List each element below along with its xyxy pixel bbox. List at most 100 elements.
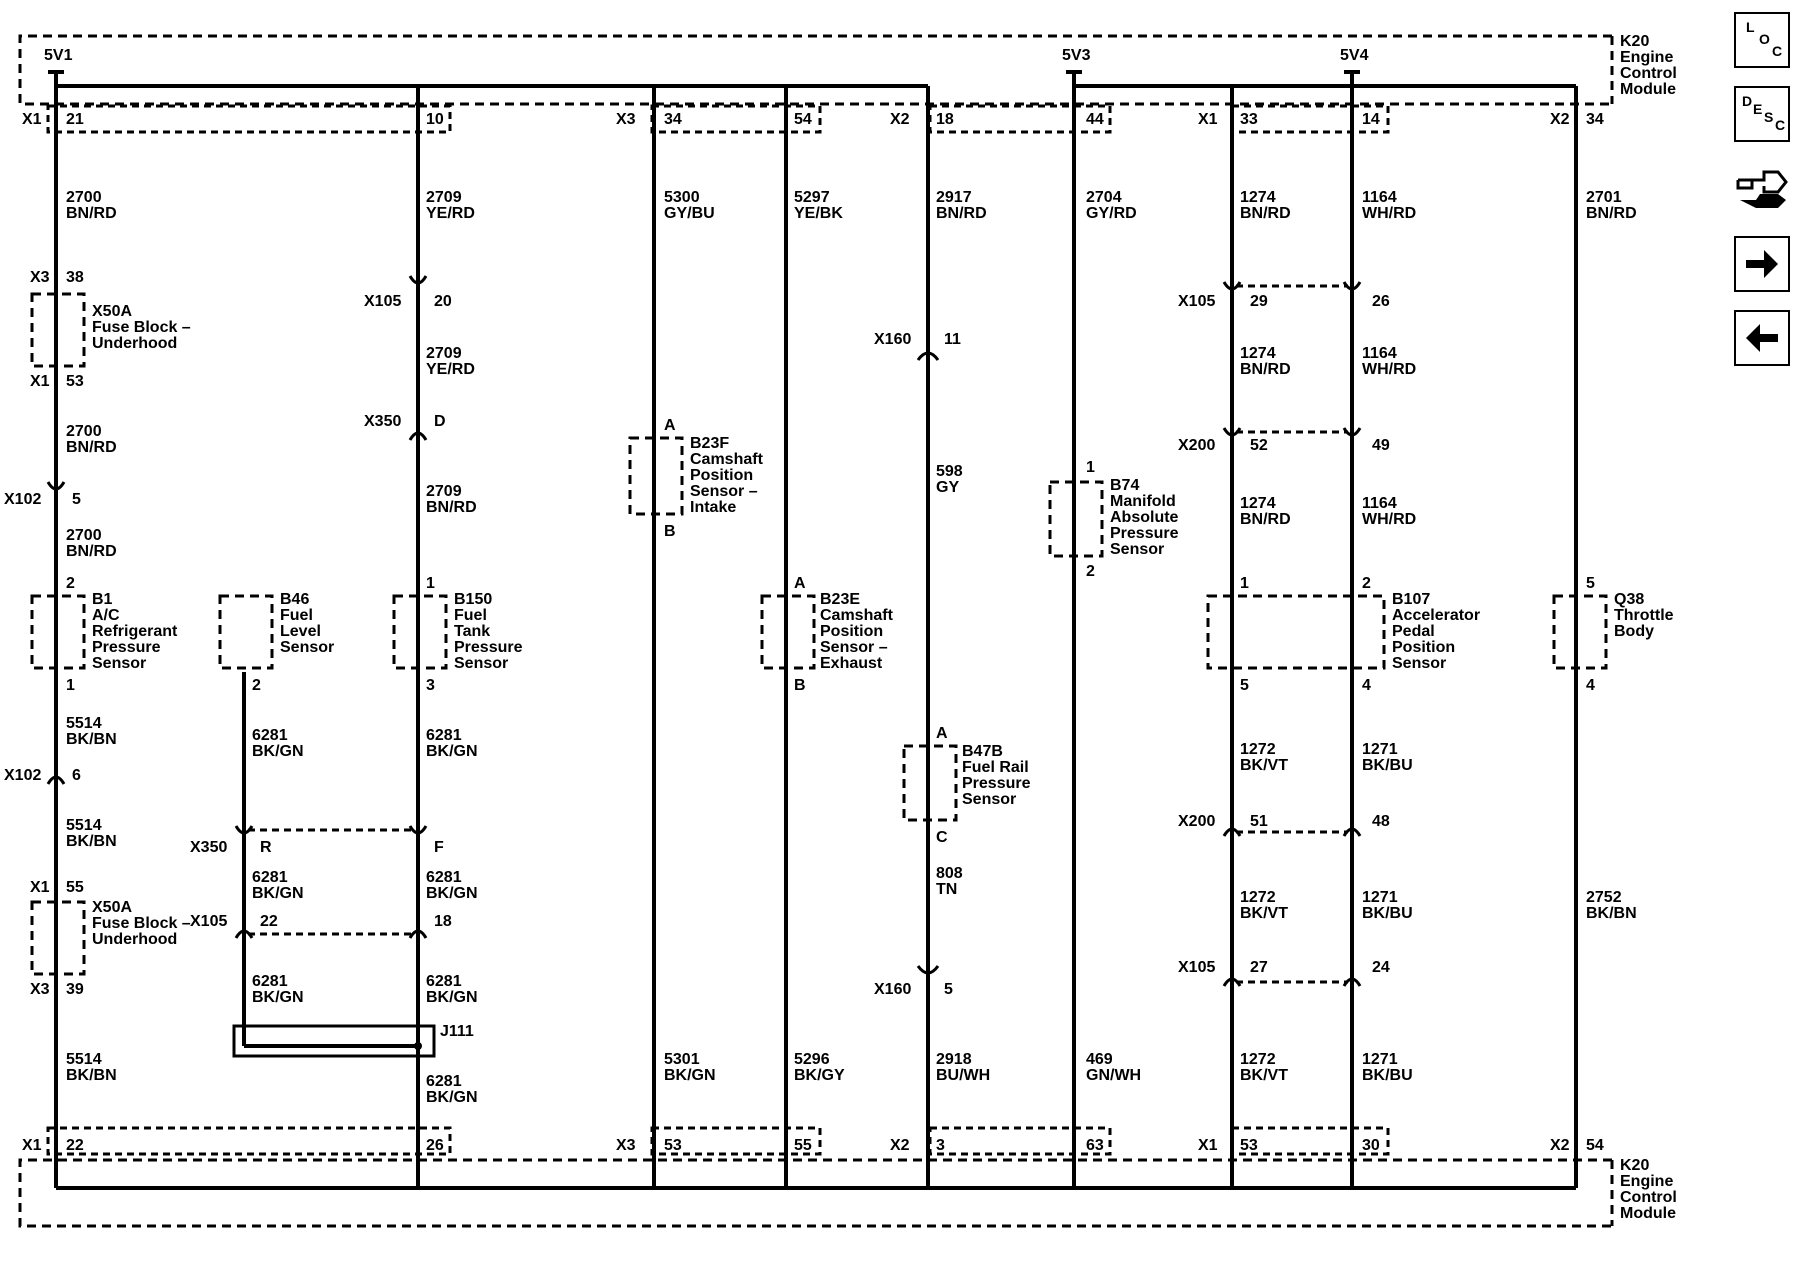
svg-text:BN/RD: BN/RD [1586,205,1637,222]
description-button[interactable]: D E S C [1734,86,1790,142]
svg-text:GN/WH: GN/WH [1086,1067,1141,1084]
svg-text:63: 63 [1086,1137,1104,1154]
svg-text:X1: X1 [30,373,50,390]
svg-text:BN/RD: BN/RD [426,499,477,516]
svg-text:11: 11 [944,331,961,348]
svg-text:A: A [664,417,676,434]
k20-module-top-outline [18,34,1614,106]
svg-text:BK/GN: BK/GN [426,989,478,1006]
svg-text:22: 22 [66,1137,84,1154]
svg-text:X105: X105 [364,293,401,310]
b47b-sensor-box [902,744,958,822]
svg-text:BN/RD: BN/RD [1240,361,1291,378]
svg-text:4: 4 [1586,677,1595,694]
svg-text:Sensor: Sensor [280,639,334,656]
svg-text:1274: 1274 [1240,345,1276,362]
location-button[interactable]: L O C [1734,12,1790,68]
svg-text:BK/GN: BK/GN [252,885,304,902]
svg-text:22: 22 [260,913,278,930]
svg-text:2: 2 [1086,563,1095,580]
svg-text:5: 5 [944,981,953,998]
svg-text:Underhood: Underhood [92,931,177,948]
svg-text:Fuel Rail: Fuel Rail [962,759,1029,776]
svg-text:6: 6 [72,767,81,784]
connector-end-view-button[interactable] [1734,160,1790,216]
svg-text:Sensor –: Sensor – [690,483,758,500]
svg-text:53: 53 [1240,1137,1258,1154]
svg-text:Pressure: Pressure [454,639,523,656]
svg-text:YE/BK: YE/BK [794,205,843,222]
svg-text:34: 34 [1586,111,1604,128]
svg-text:BN/RD: BN/RD [1240,511,1291,528]
svg-text:5V4: 5V4 [1340,47,1369,64]
svg-text:469: 469 [1086,1051,1113,1068]
svg-text:X102: X102 [4,767,41,784]
svg-text:1272: 1272 [1240,1051,1276,1068]
svg-text:20: 20 [434,293,452,310]
svg-text:K20: K20 [1620,33,1649,50]
svg-text:X3: X3 [30,981,50,998]
svg-text:Sensor: Sensor [1110,541,1164,558]
svg-text:1271: 1271 [1362,889,1398,906]
svg-text:Level: Level [280,623,321,640]
svg-text:2: 2 [1362,575,1371,592]
svg-text:1164: 1164 [1362,495,1397,512]
svg-text:1164: 1164 [1362,189,1397,206]
svg-text:Position: Position [820,623,883,640]
svg-text:2700: 2700 [66,189,102,206]
svg-text:5300: 5300 [664,189,700,206]
svg-text:X3: X3 [616,1137,636,1154]
supply-labels: 5V1 5V3 5V4 [44,47,1369,64]
desc-letter-e: E [1753,101,1763,117]
svg-text:Q38: Q38 [1614,591,1644,608]
previous-page-arrow-icon [1746,324,1778,352]
svg-text:5V1: 5V1 [44,47,73,64]
svg-text:BU/WH: BU/WH [936,1067,990,1084]
svg-text:R: R [260,839,272,856]
svg-text:2701: 2701 [1586,189,1622,206]
b23e-sensor-box [760,594,816,670]
svg-text:54: 54 [1586,1137,1604,1154]
svg-text:53: 53 [66,373,84,390]
svg-text:BK/VT: BK/VT [1240,905,1288,922]
svg-text:5V3: 5V3 [1062,47,1091,64]
next-page-button[interactable] [1734,236,1790,292]
svg-text:Sensor: Sensor [962,791,1016,808]
svg-text:WH/RD: WH/RD [1362,205,1416,222]
svg-text:X350: X350 [190,839,227,856]
svg-text:X350: X350 [364,413,401,430]
top-connector-labels: X1 X3 X2 X1 X2 21 10 34 54 18 44 33 14 3… [22,111,1604,128]
svg-text:Position: Position [1392,639,1455,656]
svg-text:Fuse Block –: Fuse Block – [92,319,191,336]
svg-text:BN/RD: BN/RD [66,543,117,560]
svg-text:1271: 1271 [1362,741,1398,758]
svg-text:Pedal: Pedal [1392,623,1435,640]
svg-text:Pressure: Pressure [962,775,1031,792]
svg-text:BN/RD: BN/RD [1240,205,1291,222]
svg-text:B47B: B47B [962,743,1003,760]
svg-text:52: 52 [1250,437,1268,454]
svg-text:51: 51 [1250,813,1268,830]
svg-text:2: 2 [252,677,261,694]
svg-text:Absolute: Absolute [1110,509,1179,526]
svg-text:Fuse Block –: Fuse Block – [92,915,191,932]
svg-text:Camshaft: Camshaft [820,607,894,624]
desc-letter-c: C [1775,117,1786,133]
b1-sensor-box [30,594,86,670]
previous-page-button[interactable] [1734,310,1790,366]
svg-text:53: 53 [664,1137,682,1154]
svg-text:18: 18 [936,111,954,128]
svg-text:Pressure: Pressure [1110,525,1179,542]
svg-text:5: 5 [72,491,81,508]
svg-text:X3: X3 [30,269,50,286]
svg-text:K20: K20 [1620,1157,1649,1174]
svg-text:GY/BU: GY/BU [664,205,715,222]
svg-text:1: 1 [66,677,75,694]
svg-text:1271: 1271 [1362,1051,1398,1068]
svg-text:Throttle: Throttle [1614,607,1674,624]
svg-text:1164: 1164 [1362,345,1397,362]
svg-text:Underhood: Underhood [92,335,177,352]
svg-text:2700: 2700 [66,527,102,544]
